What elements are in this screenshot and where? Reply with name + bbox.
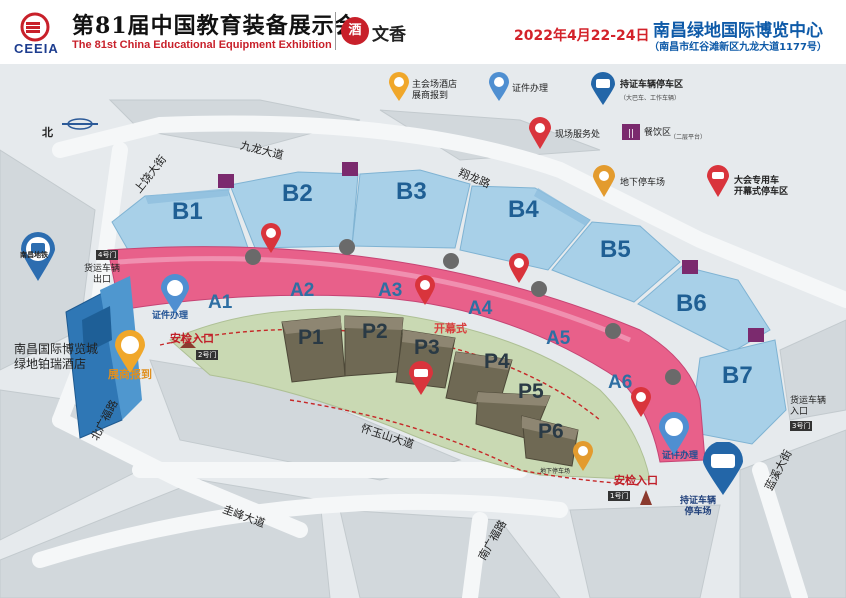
header: CEEIA 第81届中国教育装备展示会 The 81st China Educa… [0,0,846,64]
service-desk-pin-icon[interactable] [630,386,652,418]
certificate-pin-icon[interactable] [658,412,690,456]
hotel-label: 南昌国际博览城 绿地铂瑞酒店 [14,342,99,371]
escalator-icon [443,253,459,269]
logo-text: CEEIA [14,41,59,56]
hall-p1[interactable]: P1 [298,326,324,349]
dining-icon [748,328,764,342]
hall-a4[interactable]: A4 [468,298,493,319]
escalator-icon [245,249,261,265]
exhibition-date: 2022年4月22-24日 [514,28,650,44]
legend-parking-vip: 持证车辆停车区 [620,80,684,90]
escalator-icon [665,369,681,385]
conference-parking-icon [707,165,729,197]
hall-b2[interactable]: B2 [282,180,313,207]
legend-dining-sub: （二层平台） [670,134,707,141]
wechat-name: 文香 [372,25,406,45]
legend-dining: 餐饮区 [644,128,672,138]
escalator-icon [339,239,355,255]
legend-conference-parking: 大会专用车 开幕式停车区 [734,176,789,197]
service-desk-pin-icon[interactable] [414,274,436,306]
underground-parking-pin-icon[interactable] [572,440,594,472]
svg-text:||: || [628,129,634,139]
hall-a2[interactable]: A2 [290,280,315,301]
gate3-badge: 3号门 [790,421,813,431]
security-entry-right: 安检入口 [614,474,658,487]
hall-b1[interactable]: B1 [172,198,203,225]
hotel-checkin-pin-icon[interactable] [114,330,146,374]
wechat-badge: 酒 [341,17,369,45]
venue-address: （南昌市红谷滩新区九龙大道1177号） [649,42,827,53]
escalator-icon [605,323,621,339]
hall-b7[interactable]: B7 [722,362,753,389]
cert-right-label: 证件办理 [662,451,699,461]
dining-icon [218,174,234,188]
hall-b5[interactable]: B5 [600,236,631,263]
metro-icon [21,232,55,281]
certificate-pin-icon[interactable] [160,274,190,314]
conference-parking-pin-icon[interactable] [408,360,434,396]
security-entry-left: 安检入口 [170,332,214,345]
legend-certificate: 证件办理 [512,84,549,94]
hall-p4[interactable]: P4 [484,350,510,373]
certificate-icon [489,72,509,101]
hall-p3[interactable]: P3 [414,336,440,359]
underground-parking-icon [593,165,615,197]
legend-parking-vip-sub: （大巴车、工作车辆） [620,95,681,102]
metro-label: 南昌地铁 [20,251,48,259]
dining-icon [682,260,698,274]
gate1-badge: 1号门 [608,491,631,501]
legend-hotel-checkin: 主会场酒店 展商报到 [412,80,458,101]
underground-small-label: 地下停车场 [540,468,571,475]
hall-a3[interactable]: A3 [378,280,403,301]
venue-name: 南昌绿地国际博览中心 [653,21,823,41]
hall-b6[interactable]: B6 [676,290,707,317]
north-label: 北 [42,126,53,139]
service-desk-icon [529,117,551,149]
venue-map [0,64,846,598]
legend-service-desk: 现场服务处 [555,130,601,140]
hall-a1[interactable]: A1 [208,292,233,313]
hall-p6[interactable]: P6 [538,420,564,443]
hall-a5[interactable]: A5 [546,328,571,349]
divider [335,12,336,50]
exhibition-title: 第81届中国教育装备展示会 [72,13,358,39]
hall-a6[interactable]: A6 [608,372,633,393]
legend-underground-parking: 地下停车场 [620,178,666,188]
dining-icon [342,162,358,176]
gate2-badge: 2号门 [196,350,219,360]
hotel-checkin-icon [389,72,409,101]
parking-bus-icon [591,72,615,105]
parking-area-label: 持证车辆 停车场 [680,496,717,517]
hall-p5[interactable]: P5 [518,380,544,403]
freight-entry-label: 货运车辆 入口 [790,396,827,417]
ceeia-logo [20,12,50,42]
freight-exit-label: 货运车辆 出口 [84,264,121,285]
compass-icon [62,118,98,130]
hall-b3[interactable]: B3 [396,178,427,205]
hall-b4[interactable]: B4 [508,196,539,223]
checkin-label: 展商报到 [108,368,152,381]
hall-p2[interactable]: P2 [362,320,388,343]
dining-icon: || [622,124,640,140]
service-desk-pin-icon[interactable] [260,222,282,254]
cert-left-label: 证件办理 [152,311,189,321]
exhibition-title-en: The 81st China Educational Equipment Exh… [72,39,332,51]
escalator-icon [531,281,547,297]
parking-bus-pin-icon[interactable] [702,442,744,496]
opening-ceremony-label: 开幕式 [434,322,467,335]
gate4-badge: 4号门 [96,250,119,260]
service-desk-pin-icon[interactable] [508,252,530,284]
